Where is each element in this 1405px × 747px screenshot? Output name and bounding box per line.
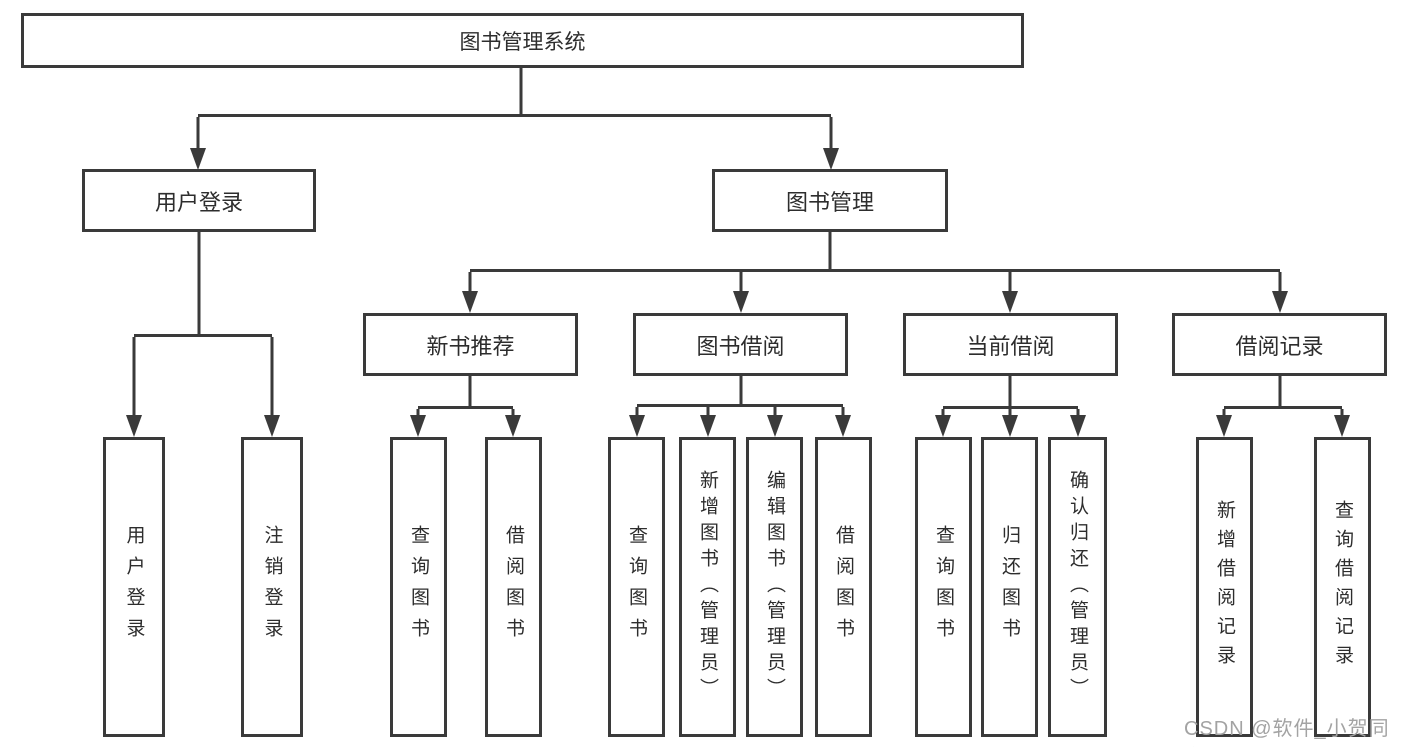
leaf-label: 注销登录 [261,525,283,649]
leaf-newbooks-borrow-books: 借阅图书 [485,437,542,737]
connector-root-to-level1 [190,66,839,170]
connector-borrow-records-to-leaves [1216,375,1350,437]
leaf-label: 用户登录 [123,525,145,649]
node-label: 用户登录 [154,189,243,215]
node-user-login: 用户登录 [82,169,316,232]
leaf-records-query-record: 查询借阅记录 [1314,437,1371,737]
node-current-borrowing: 当前借阅 [903,313,1118,376]
leaf-current-query-books: 查询图书 [915,437,972,737]
leaf-borrowing-add-books-admin: 新增图书（管理员） [679,437,736,737]
leaf-current-confirm-return-admin: 确认归还（管理员） [1048,437,1107,737]
leaf-newbooks-query-books: 查询图书 [390,437,447,737]
leaf-label: 归还图书 [999,525,1020,649]
leaf-label: 新增借阅记录 [1214,500,1235,674]
leaf-label: 查询借阅记录 [1332,500,1353,674]
leaf-label: 借阅图书 [833,525,854,649]
node-label: 当前借阅 [966,333,1055,359]
leaf-label: 查询图书 [626,525,647,649]
leaf-label: 新增图书（管理员） [697,470,718,704]
connector-book-borrowing-to-leaves [629,375,851,437]
node-borrow-records: 借阅记录 [1172,313,1387,376]
leaf-label: 查询图书 [933,525,954,649]
node-book-borrowing: 图书借阅 [633,313,848,376]
node-label: 图书借阅 [696,333,785,359]
connector-user-login-to-leaves [126,231,280,437]
leaf-label: 借阅图书 [503,525,524,649]
watermark-text: CSDN @软件_小贺同学 [1184,718,1390,740]
connector-book-management-to-level2 [462,231,1288,313]
leaf-label: 确认归还（管理员） [1067,470,1088,704]
leaf-current-return-books: 归还图书 [981,437,1038,737]
leaf-logout: 注销登录 [241,437,303,737]
leaf-label: 编辑图书（管理员） [764,470,785,704]
node-book-management: 图书管理 [712,169,948,232]
leaf-borrowing-query-books: 查询图书 [608,437,665,737]
node-label: 借阅记录 [1235,333,1324,359]
leaf-user-login: 用户登录 [103,437,165,737]
leaf-label: 查询图书 [408,525,429,649]
node-library-management-system: 图书管理系统 [21,13,1024,68]
node-new-book-recommend: 新书推荐 [363,313,578,376]
node-label: 图书管理系统 [459,30,586,54]
leaf-borrowing-edit-books-admin: 编辑图书（管理员） [746,437,803,737]
node-label: 新书推荐 [426,333,515,359]
connector-new-books-to-leaves [410,375,521,437]
leaf-records-add-record: 新增借阅记录 [1196,437,1253,737]
connector-current-borrowing-to-leaves [935,375,1086,437]
leaf-borrowing-borrow-books: 借阅图书 [815,437,872,737]
node-label: 图书管理 [785,189,874,215]
